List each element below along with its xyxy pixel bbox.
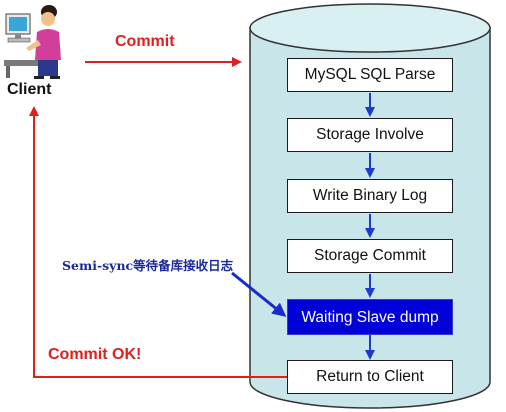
commit-label: Commit <box>115 33 175 50</box>
semi-sync-annotation: Semi-sync等待备库接收日志 <box>62 258 234 273</box>
commit-ok-arrow <box>29 106 287 378</box>
person-at-computer-icon <box>4 5 61 79</box>
step-waiting-slave-dump: Waiting Slave dump <box>287 299 453 335</box>
step-storage-involve: Storage Involve <box>287 118 453 152</box>
annotation-arrow <box>231 271 287 317</box>
step-return-to-client: Return to Client <box>287 360 453 394</box>
step-sql-parse: MySQL SQL Parse <box>287 58 453 92</box>
client-label: Client <box>7 81 52 98</box>
commit-ok-label: Commit OK! <box>48 346 142 363</box>
step-storage-commit: Storage Commit <box>287 239 453 273</box>
step-write-binary-log: Write Binary Log <box>287 179 453 213</box>
